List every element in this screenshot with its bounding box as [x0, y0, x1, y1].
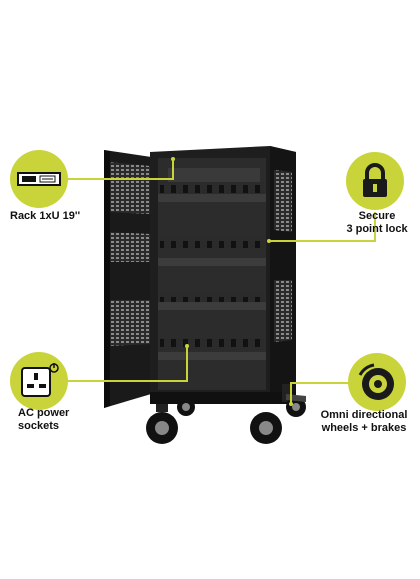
power-socket-icon	[21, 363, 59, 397]
wheels-label-line1: Omni directional	[320, 409, 408, 421]
lock-callout	[346, 152, 404, 210]
power-leader-dot	[185, 344, 189, 348]
wheels-leader-dot	[289, 402, 293, 406]
rack-leader-dot	[171, 157, 175, 161]
rack-label: Rack 1xU 19''	[10, 210, 81, 222]
padlock-icon	[363, 163, 387, 197]
wheels-callout	[348, 353, 406, 411]
power-callout	[10, 352, 68, 410]
power-leader-line	[62, 380, 188, 382]
power-label-line2: sockets	[18, 420, 59, 432]
rack-callout	[10, 150, 68, 208]
wheels-leader-line	[290, 382, 350, 384]
lock-label-line1: Secure	[358, 210, 396, 222]
power-label-line1: AC power	[18, 407, 70, 419]
power-leader-drop	[186, 346, 188, 382]
lock-leader-dot	[267, 239, 271, 243]
power-label: AC power sockets	[18, 407, 69, 433]
rack-leader-line	[66, 178, 172, 180]
lock-label: Secure 3 point lock	[338, 210, 416, 236]
brake-disc-icon	[358, 363, 394, 400]
wheels-leader-drop	[290, 382, 292, 404]
wheels-label: Omni directional wheels + brakes	[312, 409, 416, 435]
rack-leader-drop	[172, 160, 174, 180]
wheels-label-line2: wheels + brakes	[321, 422, 407, 434]
lock-label-line2: 3 point lock	[346, 223, 408, 235]
rack-unit-icon	[17, 172, 61, 186]
lock-leader-line	[374, 212, 376, 242]
lock-leader-horizontal	[270, 240, 376, 242]
